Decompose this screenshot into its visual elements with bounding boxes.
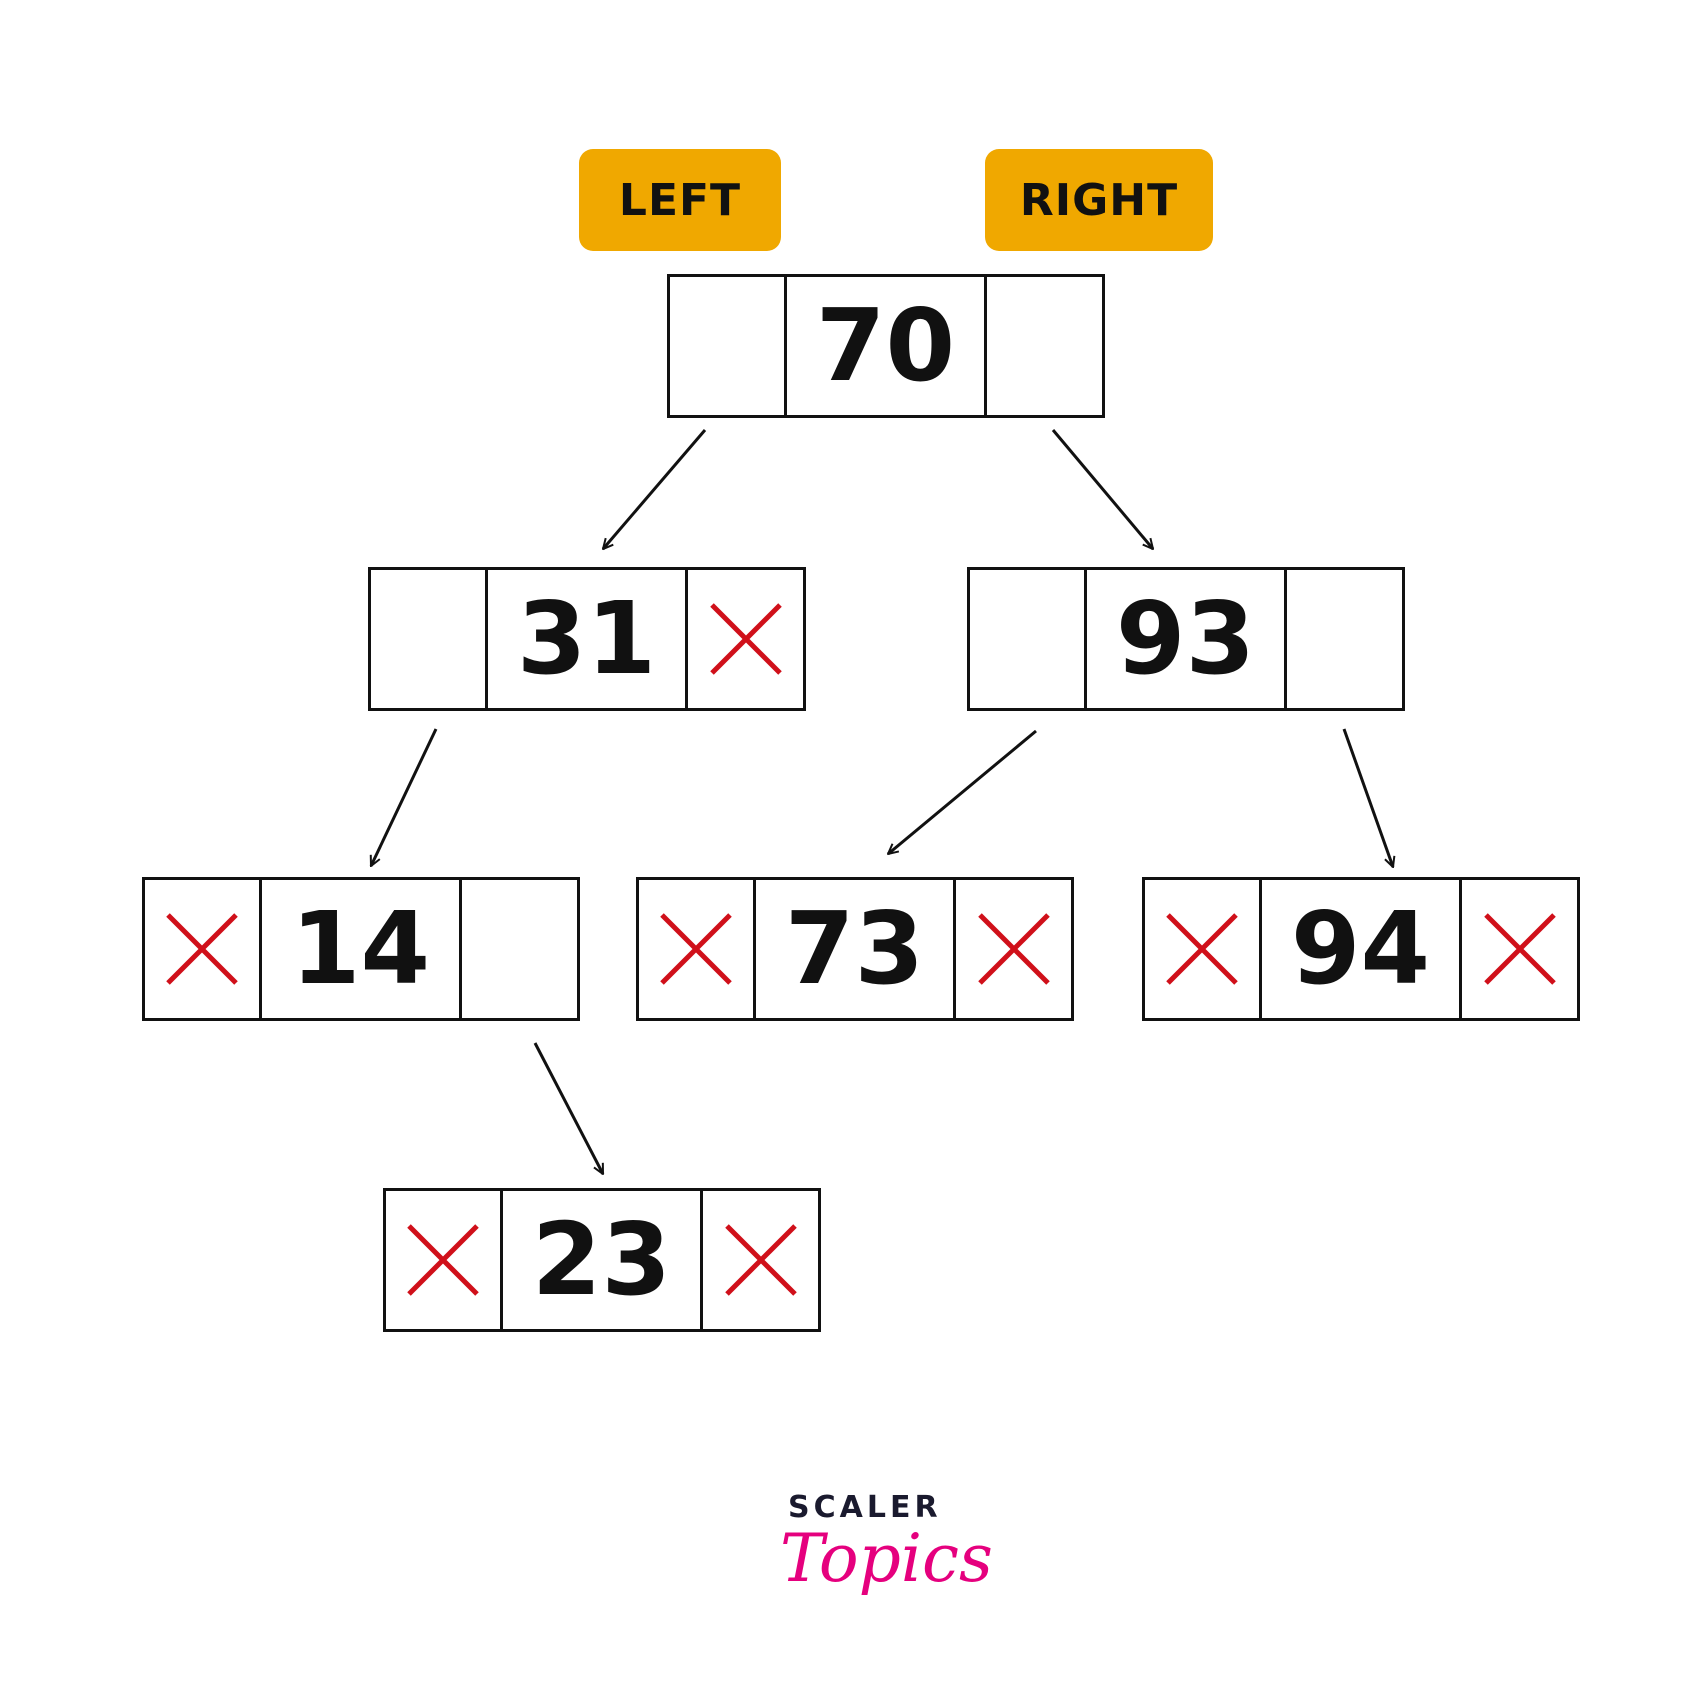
null-x-icon <box>166 913 238 985</box>
node-value-cell: 93 <box>1087 570 1287 708</box>
node-value-cell: 23 <box>503 1191 703 1329</box>
left-label: LEFT <box>579 149 781 251</box>
node-value: 23 <box>531 1201 672 1318</box>
edge-93-94 <box>1342 728 1393 867</box>
tree-node-31: 31 <box>368 567 806 711</box>
null-x-icon <box>407 1224 479 1296</box>
null-x-icon <box>709 603 782 675</box>
node-value: 31 <box>516 580 657 697</box>
right-pointer-cell <box>1462 880 1577 1018</box>
edge-70-31 <box>603 429 707 549</box>
tree-node-94: 94 <box>1142 877 1580 1021</box>
tree-node-93: 93 <box>967 567 1405 711</box>
edge-70-93 <box>1051 429 1153 549</box>
left-pointer-cell <box>371 570 488 708</box>
node-value: 14 <box>290 890 431 1007</box>
right-pointer-cell <box>688 570 803 708</box>
right-pointer-cell <box>703 1191 818 1329</box>
node-value-cell: 14 <box>262 880 462 1018</box>
left-pointer-cell <box>1145 880 1262 1018</box>
edge-14-23 <box>533 1042 605 1174</box>
edge-31-14 <box>369 728 438 866</box>
logo-text-scaler: SCALER <box>788 1490 942 1525</box>
right-pointer-cell <box>987 277 1102 415</box>
right-pointer-cell <box>956 880 1071 1018</box>
left-pointer-cell <box>970 570 1087 708</box>
node-value: 93 <box>1115 580 1256 697</box>
node-value-cell: 70 <box>787 277 987 415</box>
scaler-topics-logo: SCALER Topics <box>770 1490 993 1640</box>
right-pointer-cell <box>1287 570 1402 708</box>
null-x-icon <box>660 913 732 985</box>
tree-node-70: 70 <box>667 274 1105 418</box>
right-pointer-cell <box>462 880 577 1018</box>
node-value: 94 <box>1290 890 1431 1007</box>
null-x-icon <box>977 913 1050 985</box>
tree-node-73: 73 <box>636 877 1074 1021</box>
left-pointer-cell <box>145 880 262 1018</box>
tree-node-23: 23 <box>383 1188 821 1332</box>
right-label: RIGHT <box>985 149 1213 251</box>
null-x-icon <box>724 1224 797 1296</box>
logo-text-topics: Topics <box>780 1520 993 1597</box>
null-x-icon <box>1483 913 1556 985</box>
left-pointer-cell <box>386 1191 503 1329</box>
left-pointer-cell <box>670 277 787 415</box>
node-value-cell: 73 <box>756 880 956 1018</box>
node-value-cell: 94 <box>1262 880 1462 1018</box>
node-value-cell: 31 <box>488 570 688 708</box>
node-value: 73 <box>784 890 925 1007</box>
null-x-icon <box>1166 913 1238 985</box>
edge-93-73 <box>888 729 1037 854</box>
left-pointer-cell <box>639 880 756 1018</box>
node-value: 70 <box>815 287 956 404</box>
tree-node-14: 14 <box>142 877 580 1021</box>
